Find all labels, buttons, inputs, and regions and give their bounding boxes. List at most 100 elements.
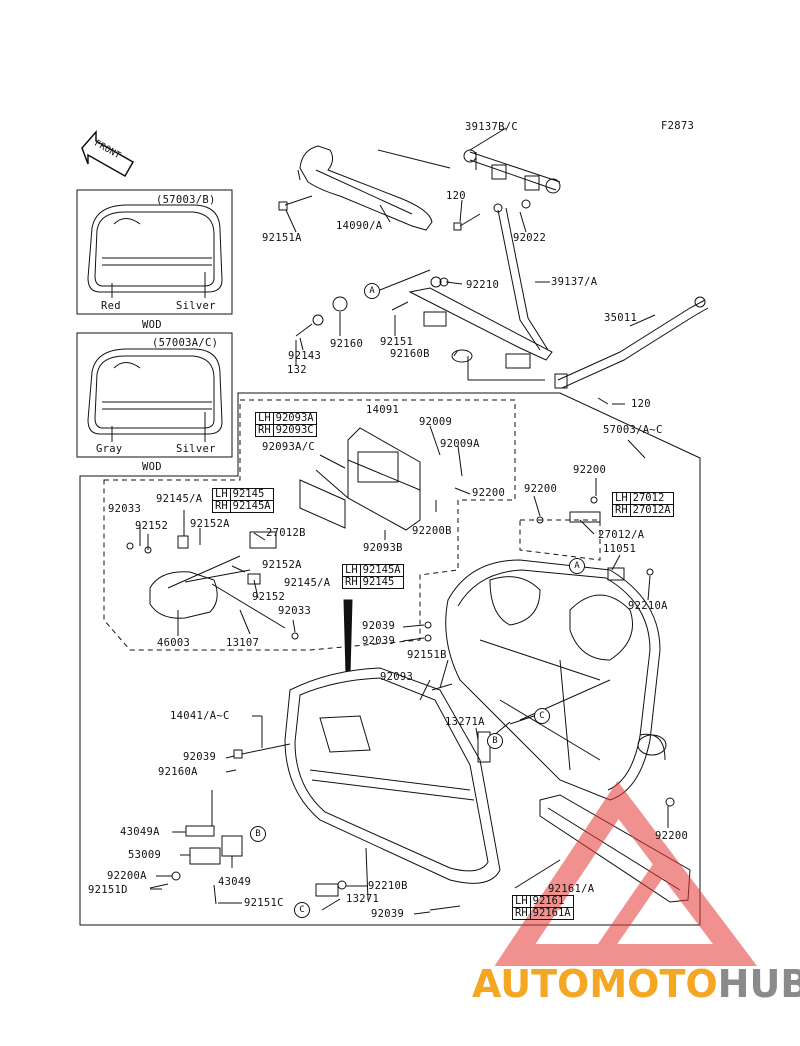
label-57003ac-2: 57003/A~C [603, 424, 663, 436]
label-silver-1: Silver [176, 300, 216, 312]
cell: RH [255, 424, 274, 437]
label-27012a: 27012/A [598, 529, 645, 541]
label-39137bc: 39137B/C [465, 121, 518, 133]
cell: 92145 [359, 576, 404, 589]
label-43049: 43049 [218, 876, 252, 888]
label-39137a: 39137/A [551, 276, 598, 288]
cell: LH [255, 412, 274, 425]
figure-code: F2873 [661, 120, 695, 132]
cell: RH [342, 576, 361, 589]
label-92151d: 92151D [88, 884, 128, 896]
cell: LH [342, 564, 361, 577]
leader-lines [139, 127, 669, 915]
cell: 92161 [529, 895, 574, 908]
rod-35011-illustration [554, 296, 709, 389]
cell: RH [612, 504, 631, 517]
label-92210: 92210 [466, 279, 500, 291]
label-92152-b: 92152 [252, 591, 286, 603]
mount-39137bc-illustration [463, 149, 561, 194]
saddlebag-case-illustration [445, 511, 667, 801]
side-cover-box-ac [76, 332, 233, 458]
watermark-text: AUTOMOTOHUB [472, 962, 800, 1006]
label-27012b: 27012B [266, 527, 306, 539]
label-red: Red [101, 300, 121, 312]
label-92151: 92151 [380, 336, 414, 348]
label-wod-1: WOD [142, 319, 162, 331]
callout-c-2: C [294, 902, 310, 918]
cell: 92161A [529, 907, 574, 920]
label-14041: 14041/A~C [170, 710, 230, 722]
label-92145a-2: 92145/A [284, 577, 331, 589]
label-92039-c: 92039 [183, 751, 217, 763]
cell: RH [512, 907, 531, 920]
callout-b-1: B [487, 733, 503, 749]
cover-14041-illustration [284, 667, 501, 901]
label-46003: 46003 [157, 637, 191, 649]
lid-46003-illustration [126, 531, 299, 640]
label-silver-2: Silver [176, 443, 216, 455]
side-cover-box-b [76, 189, 233, 315]
front-arrow-icon [81, 130, 135, 178]
label-92210b: 92210B [368, 880, 408, 892]
label-13271a: 13271A [445, 716, 485, 728]
cell: RH [212, 500, 231, 513]
label-gray: Gray [96, 443, 123, 455]
label-120-top: 120 [446, 190, 466, 202]
label-92039-b: 92039 [362, 635, 396, 647]
cell: LH [212, 488, 231, 501]
cell: 92093C [272, 424, 317, 437]
label-92161a: 92161/A [548, 883, 595, 895]
label-92022: 92022 [513, 232, 547, 244]
callout-a-1: A [364, 283, 380, 299]
label-53009: 53009 [128, 849, 162, 861]
label-92033-a: 92033 [108, 503, 142, 515]
label-wod-2: WOD [142, 461, 162, 473]
cell: 92145 [229, 488, 274, 501]
callout-b-2: B [250, 826, 266, 842]
label-92210a: 92210A [628, 600, 668, 612]
watermark-part1: AUTOMOTO [472, 962, 718, 1006]
label-43049a: 43049A [120, 826, 160, 838]
cell: 92145A [229, 500, 274, 513]
label-92200-b: 92200 [472, 487, 506, 499]
label-92151a: 92151A [262, 232, 302, 244]
label-92200b: 92200B [412, 525, 452, 537]
label-92152-a: 92152 [135, 520, 169, 532]
label-13107: 13107 [226, 637, 260, 649]
watermark-part2: HUB [717, 962, 800, 1006]
label-92200a: 92200A [107, 870, 147, 882]
label-92093: 92093 [380, 671, 414, 683]
label-92039-a: 92039 [362, 620, 396, 632]
plate-14091-illustration [299, 427, 421, 531]
watermark-logo-icon [494, 780, 758, 966]
callout-c-1: C [534, 708, 550, 724]
label-92151b: 92151B [407, 649, 447, 661]
label-92200-d: 92200 [655, 830, 689, 842]
label-92200-c: 92200 [524, 483, 558, 495]
label-92145a: 92145/A [156, 493, 203, 505]
side-cover-b-illustration [87, 204, 223, 298]
label-14091: 14091 [366, 404, 400, 416]
label-92160b: 92160B [390, 348, 430, 360]
label-120-right: 120 [631, 398, 651, 410]
label-132: 132 [287, 364, 307, 376]
lock-assembly-dashed-box [103, 399, 516, 651]
hardware-lower-illustration [149, 496, 675, 911]
label-57003b: (57003/B) [156, 194, 216, 206]
bolts-upper-illustration [278, 195, 609, 405]
label-92160a: 92160A [158, 766, 198, 778]
label-92009a: 92009A [440, 438, 480, 450]
mount-39137a-illustration [408, 199, 553, 369]
label-14090a: 14090/A [336, 220, 383, 232]
saddlebag-group-outline [79, 392, 701, 926]
cell: 92145A [359, 564, 404, 577]
label-92093ac: 92093A/C [262, 441, 315, 453]
cell: LH [612, 492, 631, 505]
label-92160: 92160 [330, 338, 364, 350]
label-35011: 35011 [604, 312, 638, 324]
label-92151c: 92151C [244, 897, 284, 909]
cell: 92093A [272, 412, 317, 425]
